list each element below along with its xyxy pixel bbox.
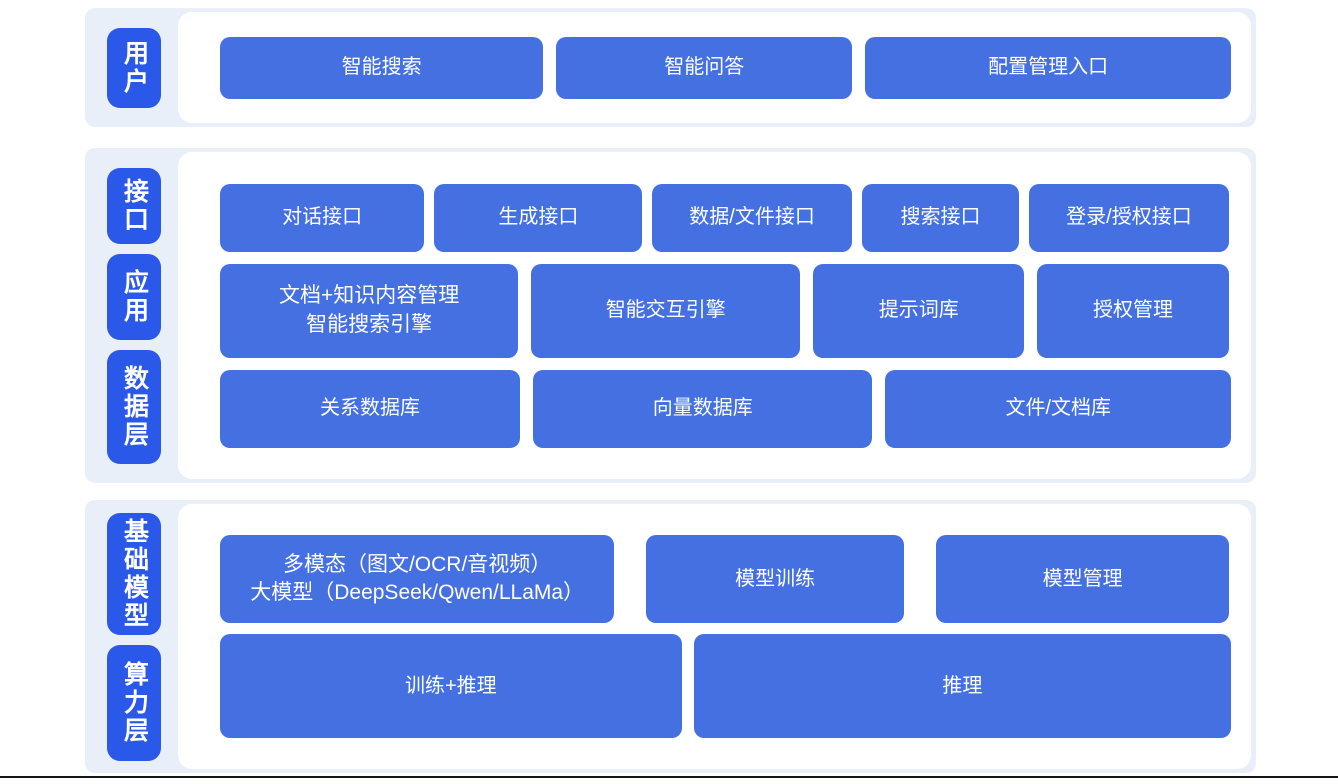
node-vector-db: 向量数据库	[533, 369, 873, 448]
diagram-sections: 用户 智能搜索 智能问答 配置管理入口 接口 应用 数据层 对话接口 生成接口	[85, 8, 1256, 773]
section-user-card: 智能搜索 智能问答 配置管理入口	[178, 12, 1251, 123]
node-multimodal-llm: 多模态（图文/OCR/音视频） 大模型（DeepSeek/Qwen/LLaMa）	[220, 535, 615, 623]
foundation-model-row: 多模态（图文/OCR/音视频） 大模型（DeepSeek/Qwen/LLaMa）…	[220, 535, 1231, 623]
data-layer-row: 关系数据库 向量数据库 文件/文档库	[220, 369, 1231, 448]
side-label-user: 用户	[107, 27, 161, 108]
side-label-compute-layer: 算力层	[107, 644, 161, 761]
section-middle-labels: 接口 应用 数据层	[107, 152, 161, 479]
interface-row: 对话接口 生成接口 数据/文件接口 搜索接口 登录/授权接口	[220, 183, 1231, 252]
section-middle-card: 对话接口 生成接口 数据/文件接口 搜索接口 登录/授权接口 文档+知识内容管理…	[178, 152, 1251, 479]
node-model-management: 模型管理	[936, 535, 1230, 623]
node-auth-management: 授权管理	[1037, 263, 1229, 358]
compute-layer-row: 训练+推理 推理	[220, 634, 1231, 738]
bottom-divider	[0, 776, 1338, 778]
node-data-file-api: 数据/文件接口	[652, 183, 852, 252]
section-bottom: 基础模型 算力层 多模态（图文/OCR/音视频） 大模型（DeepSeek/Qw…	[85, 500, 1256, 773]
node-doc-knowledge-search-engine: 文档+知识内容管理 智能搜索引擎	[220, 263, 519, 358]
section-bottom-labels: 基础模型 算力层	[107, 504, 161, 769]
side-label-application: 应用	[107, 253, 161, 340]
node-smart-interaction-engine: 智能交互引擎	[531, 263, 801, 358]
section-user: 用户 智能搜索 智能问答 配置管理入口	[85, 8, 1256, 127]
node-login-auth-api: 登录/授权接口	[1029, 183, 1229, 252]
node-model-training: 模型训练	[646, 535, 905, 623]
node-smart-qa: 智能问答	[556, 36, 853, 99]
node-search-api: 搜索接口	[861, 183, 1020, 252]
node-dialog-api: 对话接口	[220, 183, 425, 252]
side-label-foundation-model: 基础模型	[107, 512, 161, 635]
node-relational-db: 关系数据库	[220, 369, 521, 448]
side-label-interface: 接口	[107, 167, 161, 244]
node-file-doc-store: 文件/文档库	[885, 369, 1231, 448]
node-prompt-library: 提示词库	[813, 263, 1025, 358]
node-config-entry: 配置管理入口	[865, 36, 1231, 99]
user-row: 智能搜索 智能问答 配置管理入口	[220, 36, 1231, 99]
node-generation-api: 生成接口	[434, 183, 643, 252]
section-middle: 接口 应用 数据层 对话接口 生成接口 数据/文件接口 搜索接口 登录/授权接口…	[85, 148, 1256, 483]
section-bottom-card: 多模态（图文/OCR/音视频） 大模型（DeepSeek/Qwen/LLaMa）…	[178, 504, 1251, 769]
section-user-labels: 用户	[107, 12, 161, 123]
node-training-inference: 训练+推理	[220, 634, 682, 738]
node-smart-search: 智能搜索	[220, 36, 544, 99]
side-label-data-layer: 数据层	[107, 349, 161, 464]
application-row: 文档+知识内容管理 智能搜索引擎 智能交互引擎 提示词库 授权管理	[220, 263, 1231, 358]
node-inference: 推理	[693, 634, 1231, 738]
